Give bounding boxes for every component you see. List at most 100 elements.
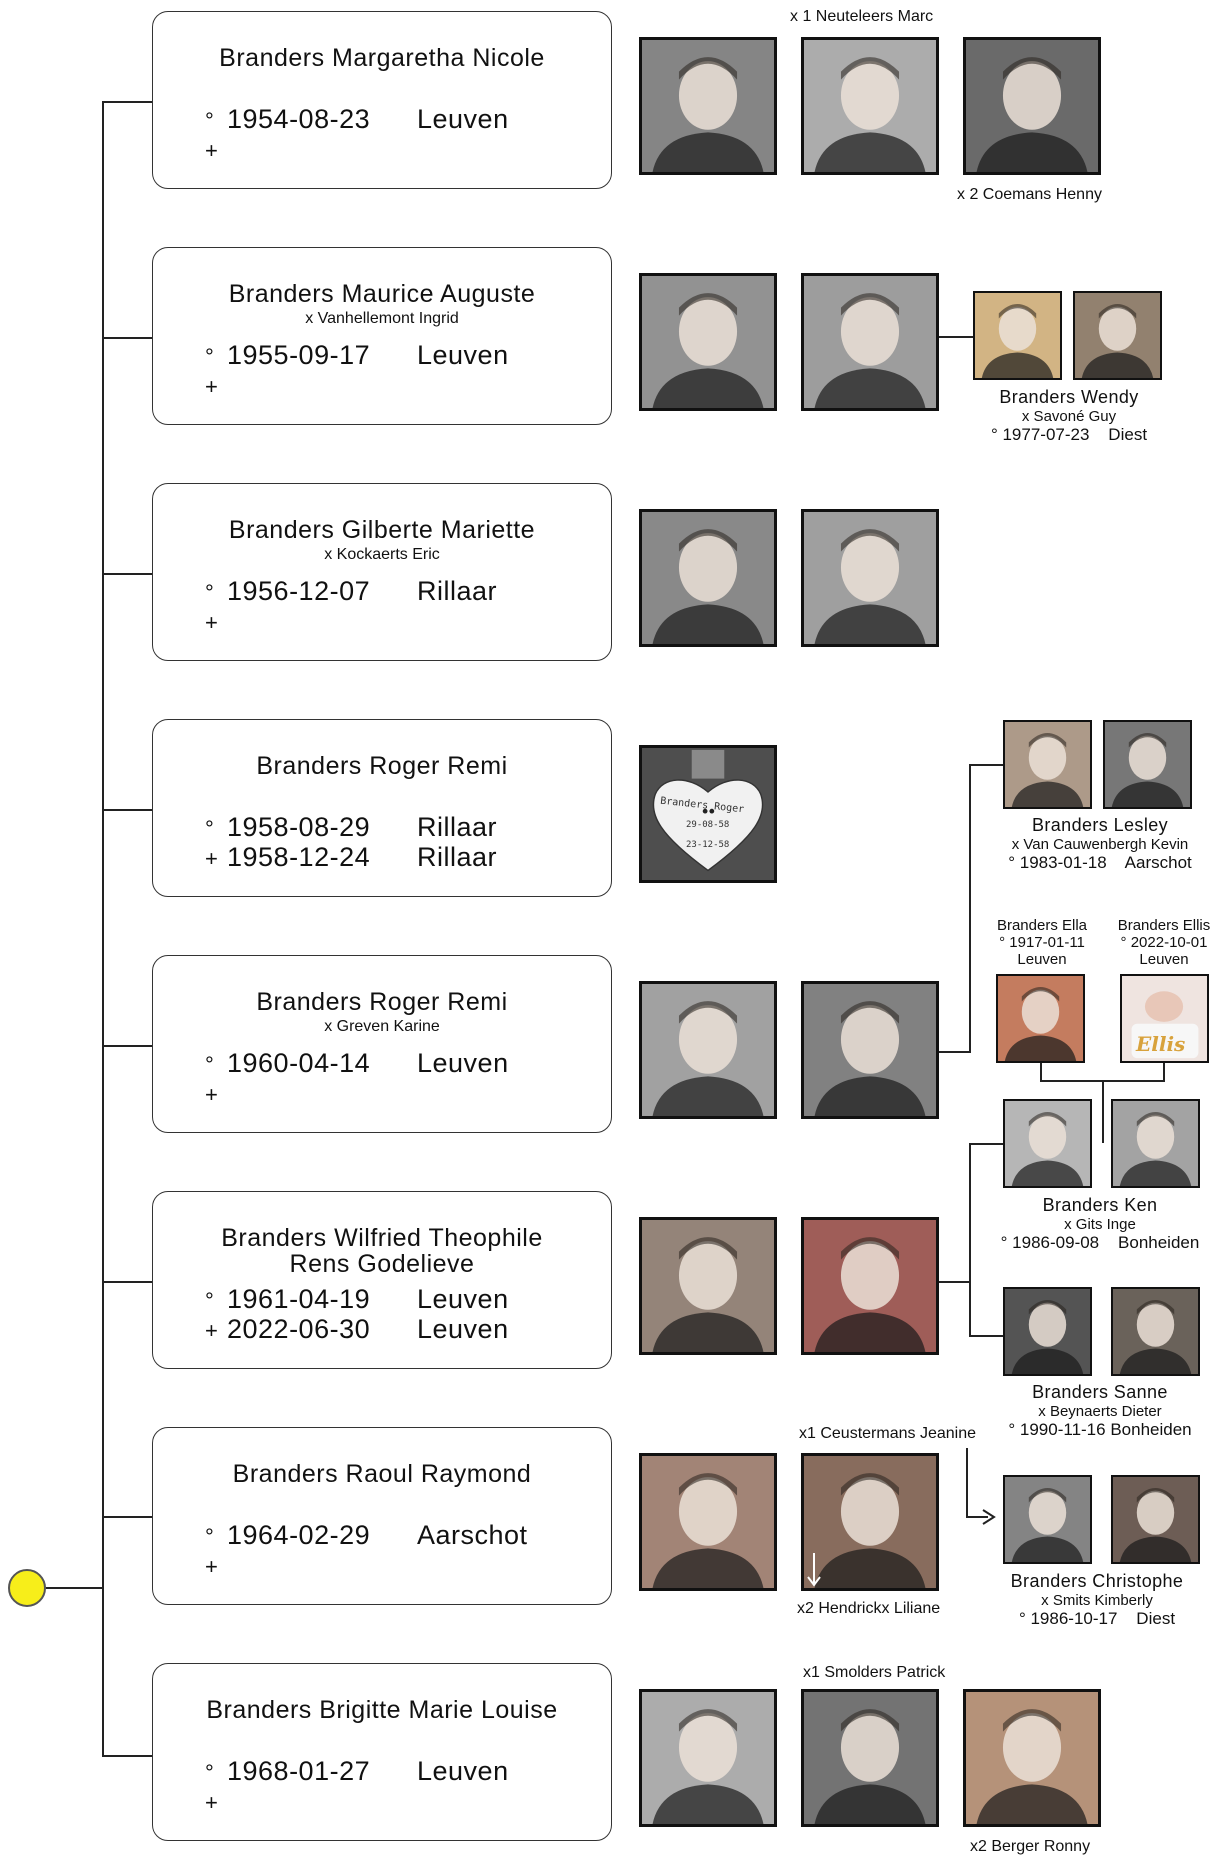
ken-child-line-v [1102, 1080, 1104, 1143]
portrait-photo [1073, 291, 1162, 380]
death-line: + [205, 1554, 219, 1579]
roger-child-line-h [937, 1051, 971, 1053]
child-ellis[interactable]: Branders Ellis ° 2022-10-01 Leuven [1104, 917, 1222, 968]
person-silhouette-icon [975, 293, 1060, 378]
child-place: Leuven [1017, 951, 1067, 968]
child-ella[interactable]: Branders Ella ° 1917-01-11 Leuven [982, 917, 1102, 968]
person-card-maurice[interactable]: Branders Maurice Auguste x Vanhellemont … [152, 247, 612, 425]
child-name: Branders Wendy [999, 387, 1139, 407]
portrait-photo [1003, 1287, 1092, 1376]
marker-date-1: 29-08-58 [686, 820, 730, 830]
person-silhouette-icon [804, 512, 936, 644]
portrait-photo [639, 981, 777, 1119]
family-trunk-line [102, 101, 104, 1757]
person-silhouette-icon [998, 976, 1083, 1061]
baby-photo: Ellis [1120, 974, 1209, 1063]
portrait-photo [1111, 1475, 1200, 1564]
child-birth: ° 1983-01-18 Aarschot [1008, 853, 1192, 872]
partner-caption: x1 Smolders Patrick [803, 1664, 946, 1681]
branch-4 [102, 809, 152, 811]
child-birth: ° 1977-07-23 Diest [990, 425, 1148, 444]
death-line: + [205, 610, 219, 635]
portrait-photo [801, 37, 939, 175]
person-silhouette-icon [1005, 1477, 1090, 1562]
partner-caption: x2 Hendrickx Liliane [797, 1600, 941, 1617]
death-line: + [205, 1790, 219, 1815]
portrait-photo [1003, 720, 1092, 809]
person-card-brigitte[interactable]: Branders Brigitte Marie Louise °1968-01-… [152, 1663, 612, 1841]
person-name: Branders Margaretha Nicole [219, 44, 545, 72]
child-ken[interactable]: Branders Ken x Gits Inge ° 1986-09-08 Bo… [978, 1195, 1222, 1253]
branch-3 [102, 573, 152, 575]
arrow-down-icon [807, 1553, 821, 1587]
spouse-name: x Kockaerts Eric [324, 546, 440, 563]
child-wendy[interactable]: Branders Wendy x Savoné Guy ° 1977-07-23… [960, 387, 1178, 445]
person-name: Branders Maurice Auguste [228, 280, 536, 308]
child-birth: ° 2022-10-01 [1120, 934, 1208, 951]
arrow-right-icon [982, 1509, 996, 1525]
child-spouse: x Beynaerts Dieter [1038, 1403, 1162, 1420]
death-line: + [205, 1082, 219, 1107]
partner-caption: x2 Berger Ronny [970, 1838, 1091, 1855]
person-silhouette-icon [1113, 1101, 1198, 1186]
child-lesley[interactable]: Branders Lesley x Van Cauwenbergh Kevin … [980, 815, 1220, 873]
portrait-photo [639, 37, 777, 175]
child-place: Leuven [1139, 951, 1189, 968]
person-name: Branders Roger Remi [256, 988, 508, 1016]
portrait-photo [1003, 1099, 1092, 1188]
ken-child-line-h [1040, 1080, 1165, 1082]
person-card-gilberte[interactable]: Branders Gilberte Mariette x Kockaerts E… [152, 483, 612, 661]
child-name: Branders Christophe [1010, 1571, 1184, 1591]
person-silhouette-icon [966, 40, 1098, 172]
child-name: Branders Ella [996, 917, 1088, 934]
person-silhouette-icon [804, 1456, 936, 1588]
child-birth: ° 1986-10-17 Diest [1018, 1609, 1176, 1628]
portrait-photo [639, 509, 777, 647]
person-name: Branders Brigitte Marie Louise [206, 1696, 558, 1724]
person-name: Branders Roger Remi [256, 752, 508, 780]
portrait-photo [996, 974, 1085, 1063]
heart-marker-icon [642, 748, 774, 880]
person-name: Branders Gilberte Mariette [228, 516, 536, 544]
portrait-photo [801, 509, 939, 647]
person-silhouette-icon [642, 984, 774, 1116]
person-silhouette-icon [642, 1692, 774, 1824]
portrait-photo [639, 1217, 777, 1355]
person-card-roger-1960[interactable]: Branders Roger Remi x Greven Karine °196… [152, 955, 612, 1133]
child-birth: ° 1917-01-11 [999, 934, 1085, 951]
person-card-wilfried[interactable]: Branders Wilfried Theophile Rens Godelie… [152, 1191, 612, 1369]
person-silhouette-icon [1105, 722, 1190, 807]
branch-7 [102, 1516, 152, 1518]
child-birth: ° 1986-09-08 Bonheiden [1000, 1233, 1200, 1252]
partner-caption: x 1 Neuteleers Marc [790, 8, 934, 25]
marker-date-2: 23-12-58 [686, 840, 730, 850]
portrait-photo [801, 1689, 939, 1827]
root-connector [46, 1587, 104, 1589]
root-dot[interactable] [8, 1569, 46, 1607]
wilfried-to-ken [969, 1143, 1003, 1145]
child-christophe[interactable]: Branders Christophe x Smits Kimberly ° 1… [982, 1571, 1212, 1629]
death-line: + [205, 374, 219, 399]
branch-2 [102, 337, 152, 339]
spouse-name: Rens Godelieve [289, 1250, 475, 1278]
person-silhouette-icon [804, 276, 936, 408]
wilfried-to-sanne [969, 1335, 1003, 1337]
maurice-child-line [937, 336, 973, 338]
ken-to-ellis [1163, 1063, 1165, 1082]
child-sanne[interactable]: Branders Sanne x Beynaerts Dieter ° 1990… [978, 1382, 1222, 1440]
person-silhouette-icon [642, 276, 774, 408]
portrait-photo [1103, 720, 1192, 809]
child-name: Branders Ken [1042, 1195, 1158, 1215]
person-silhouette-icon [642, 40, 774, 172]
child-spouse: x Savoné Guy [1021, 408, 1117, 425]
person-silhouette-icon [1005, 1101, 1090, 1186]
person-silhouette-icon [1113, 1289, 1198, 1374]
